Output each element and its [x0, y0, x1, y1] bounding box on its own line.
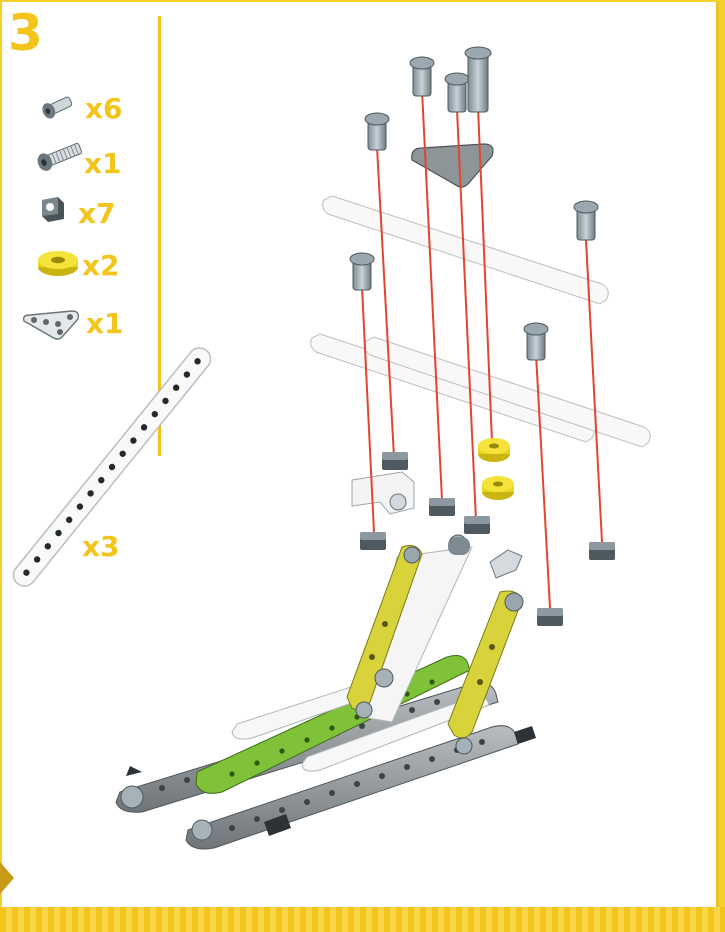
screw-1: [365, 113, 389, 150]
screw-3: [445, 73, 469, 112]
nut-3: [464, 516, 490, 534]
page-corner-arrow: [0, 862, 14, 894]
nut-7: [448, 537, 470, 555]
nut-5: [589, 542, 615, 560]
yellow-washer-2: [482, 476, 514, 500]
screw-6: [524, 323, 548, 360]
nut-2: [429, 498, 455, 516]
page-bottom-border: [0, 907, 725, 932]
instruction-sheet: 3 x6 x1 x7: [2, 2, 719, 907]
nut-1: [382, 452, 408, 470]
screw-5: [350, 253, 374, 290]
yellow-washer-1: [478, 438, 510, 462]
nut-4: [360, 532, 386, 550]
upper-strip-3: [365, 337, 651, 447]
screw-long: [465, 47, 491, 112]
nut-6: [537, 608, 563, 626]
screw-4: [574, 201, 598, 240]
screw-2: [410, 57, 434, 96]
assembly-diagram: [2, 2, 718, 907]
upper-strip-2: [311, 334, 595, 442]
corner-bracket: [352, 472, 414, 514]
